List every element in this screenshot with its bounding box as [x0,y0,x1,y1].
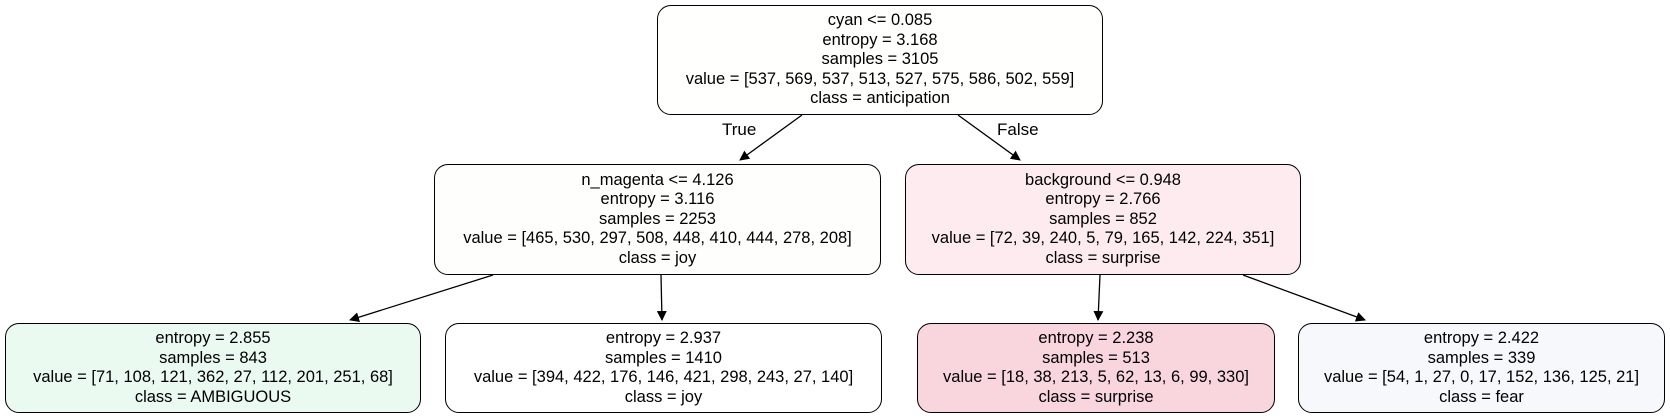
node-value: value = [54, 1, 27, 0, 17, 152, 136, 125… [1323,368,1640,386]
tree-leaf-fear: entropy = 2.422 samples = 339 value = [5… [1298,323,1665,413]
node-samples: samples = 1410 [605,348,722,367]
node-entropy: entropy = 3.168 [822,30,938,49]
node-class: class = AMBIGUOUS [134,387,292,406]
node-entropy: entropy = 2.855 [155,329,271,347]
node-class: class = surprise [1038,387,1154,406]
node-samples: samples = 339 [1427,348,1536,367]
node-class: class = fear [1439,387,1524,406]
edge-right-leaf-rl [1093,274,1104,321]
tree-node-right: background <= 0.948 entropy = 2.766 samp… [905,164,1301,275]
node-split: cyan <= 0.085 [827,11,933,30]
node-entropy: entropy = 2.766 [1045,190,1161,209]
node-value: value = [18, 38, 213, 5, 62, 13, 6, 99, … [943,368,1249,386]
edge-right-leaf-rr [1242,274,1366,322]
node-entropy: entropy = 2.422 [1423,329,1540,347]
node-samples: samples = 2253 [599,209,716,228]
node-value: value = [537, 569, 537, 513, 527, 575, 5… [685,69,1075,88]
node-split: background <= 0.948 [1025,170,1181,189]
edge-label-true: True [722,120,757,139]
tree-node-left: n_magenta <= 4.126 entropy = 3.116 sampl… [434,164,881,275]
tree-leaf-ambiguous: entropy = 2.855 samples = 843 value = [7… [5,323,421,413]
node-entropy: entropy = 3.116 [600,190,715,209]
node-split: n_magenta <= 4.126 [581,170,734,189]
node-samples: samples = 513 [1042,348,1150,367]
edge-left-leaf-lr [656,274,667,321]
node-entropy: entropy = 2.238 [1038,329,1154,347]
node-samples: samples = 843 [159,348,267,367]
node-value: value = [394, 422, 176, 146, 421, 298, 2… [473,368,854,386]
node-entropy: entropy = 2.937 [605,329,722,347]
edge-left-leaf-ll [349,274,494,323]
edge-root-left [739,114,803,161]
node-class: class = joy [624,387,703,406]
node-samples: samples = 852 [1049,209,1157,228]
tree-leaf-joy: entropy = 2.937 samples = 1410 value = [… [445,323,882,413]
tree-node-root: cyan <= 0.085 entropy = 3.168 samples = … [657,5,1103,115]
node-value: value = [72, 39, 240, 5, 79, 165, 142, 2… [931,229,1275,248]
node-class: class = surprise [1045,248,1161,267]
node-samples: samples = 3105 [821,50,939,69]
node-value: value = [71, 108, 121, 362, 27, 112, 201… [33,368,393,386]
edge-root-right [957,114,1021,161]
tree-leaf-surprise: entropy = 2.238 samples = 513 value = [1… [917,323,1275,413]
node-value: value = [465, 530, 297, 508, 448, 410, 4… [463,229,852,248]
edge-label-false: False [997,120,1039,139]
node-class: class = joy [618,248,697,267]
node-class: class = anticipation [810,89,950,108]
